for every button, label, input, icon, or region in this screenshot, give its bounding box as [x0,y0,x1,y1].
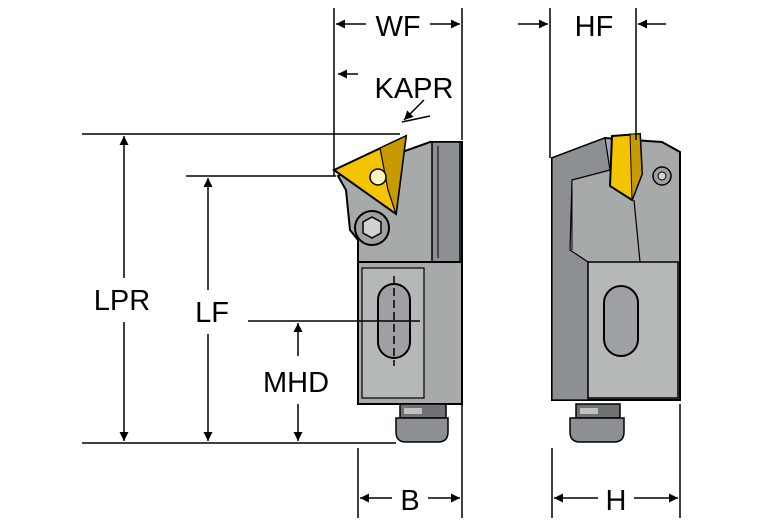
label-lpr: LPR [94,285,150,317]
label-h: H [606,485,627,517]
label-hf: HF [575,11,614,43]
dimension-lines [82,8,681,518]
nut-highlight [404,408,422,414]
side-view [551,132,681,443]
side-bottom-knob [569,417,625,443]
label-kapr: KAPR [375,73,454,105]
side-screw-icon [657,171,667,181]
side-slot [603,285,639,357]
profile-line-2 [633,199,641,263]
side-profile-shade [551,137,611,401]
label-b: B [400,485,419,517]
insert-hole [369,168,387,186]
label-mhd: MHD [263,367,329,399]
front-bottom-knob [395,417,449,443]
label-wf: WF [375,11,420,43]
hex-socket-icon [362,216,382,239]
side-nut-highlight [580,408,598,414]
front-view [332,134,463,443]
front-head-rail [431,141,461,263]
label-lf: LF [195,297,229,329]
